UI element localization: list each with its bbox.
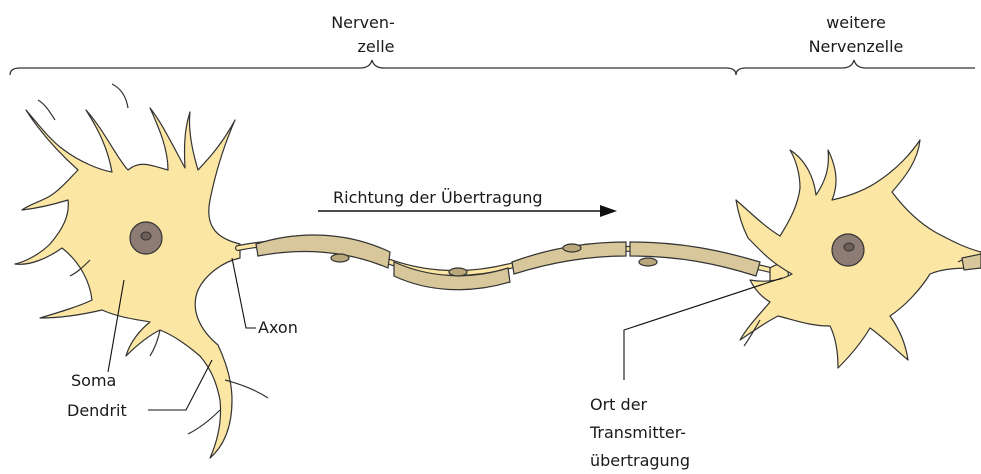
header-neuron1-line1: Nerven- <box>331 13 395 32</box>
schwann-nucleus-2 <box>449 268 467 276</box>
schwann-nucleus-3 <box>563 244 581 252</box>
header-neuron1-line2: zelle <box>358 37 395 56</box>
dendrit-leader <box>148 360 212 410</box>
schwann-nucleus-1 <box>331 254 349 262</box>
neuron1-body <box>15 84 268 458</box>
header-neuron2-line1: weitere <box>826 13 886 32</box>
myelin-segment-1 <box>256 235 390 268</box>
dendrit-label: Dendrit <box>67 401 127 420</box>
synapse-label-line2: Transmitter- <box>589 423 686 442</box>
synapse-label-line1: Ort der <box>590 395 648 414</box>
soma-label: Soma <box>71 371 116 390</box>
axon-leader <box>232 258 256 328</box>
myelin-sheath <box>256 235 760 290</box>
header-neuron2-line2: Nervenzelle <box>809 37 904 56</box>
synapse-leader <box>624 278 782 380</box>
schwann-nucleus-4 <box>639 258 657 266</box>
neuron1-nucleolus <box>141 232 151 240</box>
neuron2-nucleolus <box>844 243 854 251</box>
brace-neuron2 <box>736 60 975 75</box>
synapse-label-line3: übertragung <box>590 451 690 470</box>
direction-label: Richtung der Übertragung <box>333 188 543 207</box>
brace-neuron1 <box>10 60 736 75</box>
direction-arrow-head <box>600 205 617 217</box>
axon-label: Axon <box>258 318 298 337</box>
